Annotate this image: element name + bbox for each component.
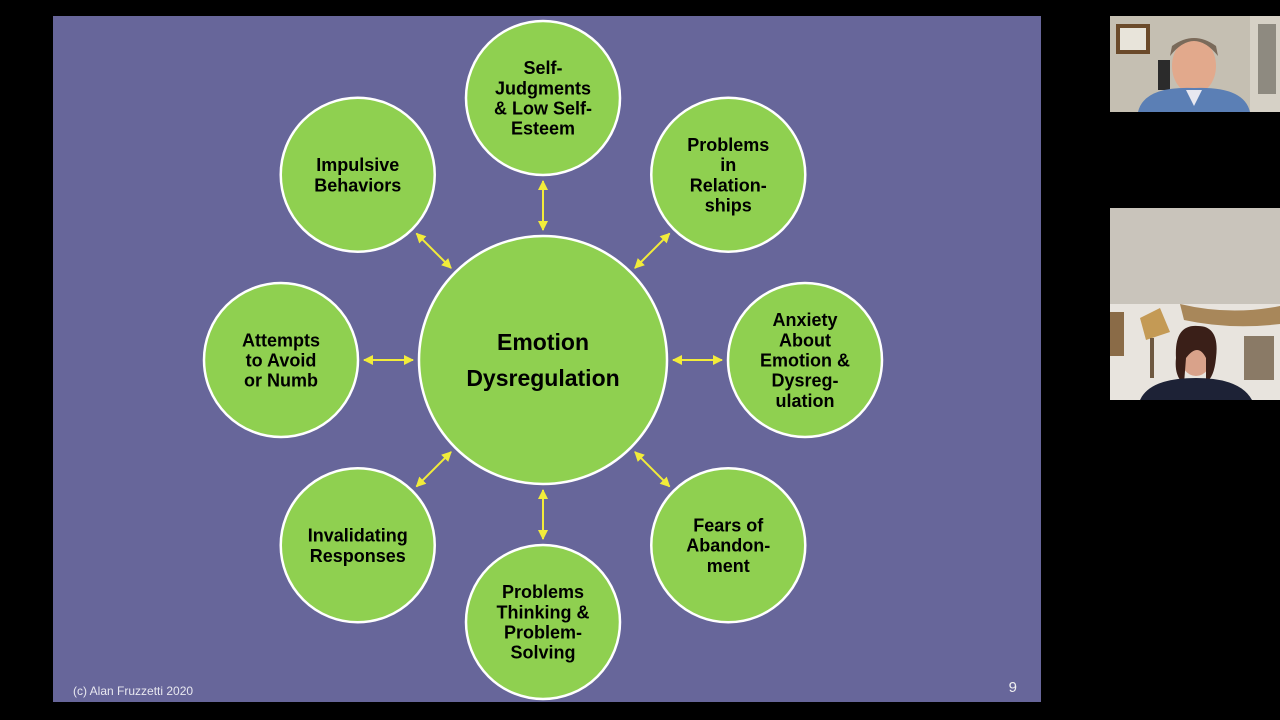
node-attempts-to-avoid-label: to Avoid	[246, 350, 317, 370]
node-problems-in-relationships-circle	[650, 96, 807, 253]
emotion-dysregulation-diagram: Self-Judgments& Low Self-EsteemProblemsi…	[202, 19, 884, 701]
participant-video-man-icon	[1110, 16, 1280, 112]
node-attempts-to-avoid-circle	[202, 281, 360, 439]
node-anxiety-about-emotion-circle	[726, 281, 884, 439]
node-attempts-to-avoid-label: Attempts	[242, 330, 320, 350]
arrow-invalidating-responses	[415, 451, 452, 488]
node-problems-in-relationships-label: in	[720, 155, 736, 175]
participant-video-tile-2[interactable]	[1110, 208, 1280, 400]
arrow-impulsive-behaviors	[415, 232, 452, 269]
node-self-judgments: Self-Judgments& Low Self-Esteem	[464, 19, 622, 177]
node-anxiety-about-emotion-label: Anxiety	[772, 310, 837, 330]
node-anxiety-about-emotion-label: ulation	[776, 391, 835, 411]
node-fears-of-abandonment-label: ment	[707, 556, 750, 576]
node-anxiety-about-emotion-label: Dysreg-	[771, 371, 838, 391]
node-fears-of-abandonment-label: Abandon-	[686, 536, 770, 556]
arrow-problems-in-relationships	[634, 232, 671, 269]
node-impulsive-behaviors-circle	[279, 96, 436, 253]
node-self-judgments-label: Self-	[523, 58, 562, 78]
copyright-footer: (c) Alan Fruzzetti 2020	[73, 684, 194, 698]
slide-page-number: 9	[1008, 679, 1017, 696]
node-impulsive-behaviors-label: Impulsive	[316, 155, 399, 175]
center-label: Emotion	[497, 329, 589, 355]
node-problems-thinking-label: Problems	[502, 582, 584, 602]
node-self-judgments-label: Esteem	[511, 119, 575, 139]
center-circle	[417, 234, 669, 486]
node-problems-thinking-circle	[464, 543, 622, 701]
node-anxiety-about-emotion-label: About	[779, 330, 831, 350]
node-invalidating-responses-label: Invalidating	[308, 526, 408, 546]
node-self-judgments-label: Judgments	[495, 78, 591, 98]
node-attempts-to-avoid-label: or Numb	[244, 371, 318, 391]
node-problems-in-relationships-label: ships	[705, 195, 752, 215]
node-self-judgments-circle	[464, 19, 622, 177]
node-fears-of-abandonment-circle	[650, 467, 807, 624]
node-invalidating-responses-circle	[279, 467, 436, 624]
node-problems-in-relationships-label: Relation-	[690, 175, 767, 195]
participant-video-woman-icon	[1110, 208, 1280, 400]
center-label: Dysregulation	[466, 365, 619, 391]
node-problems-thinking-label: Problem-	[504, 623, 582, 643]
node-problems-thinking-label: Thinking &	[497, 602, 590, 622]
node-fears-of-abandonment-label: Fears of	[693, 516, 764, 536]
arrow-fears-of-abandonment	[634, 451, 671, 488]
node-impulsive-behaviors-label: Behaviors	[314, 175, 401, 195]
node-invalidating-responses-label: Responses	[310, 546, 406, 566]
node-problems-in-relationships-label: Problems	[687, 135, 769, 155]
participant-video-tile-1[interactable]	[1110, 16, 1280, 112]
node-self-judgments-label: & Low Self-	[494, 99, 592, 119]
node-anxiety-about-emotion-label: Emotion &	[760, 350, 850, 370]
node-problems-thinking-label: Solving	[510, 643, 575, 663]
